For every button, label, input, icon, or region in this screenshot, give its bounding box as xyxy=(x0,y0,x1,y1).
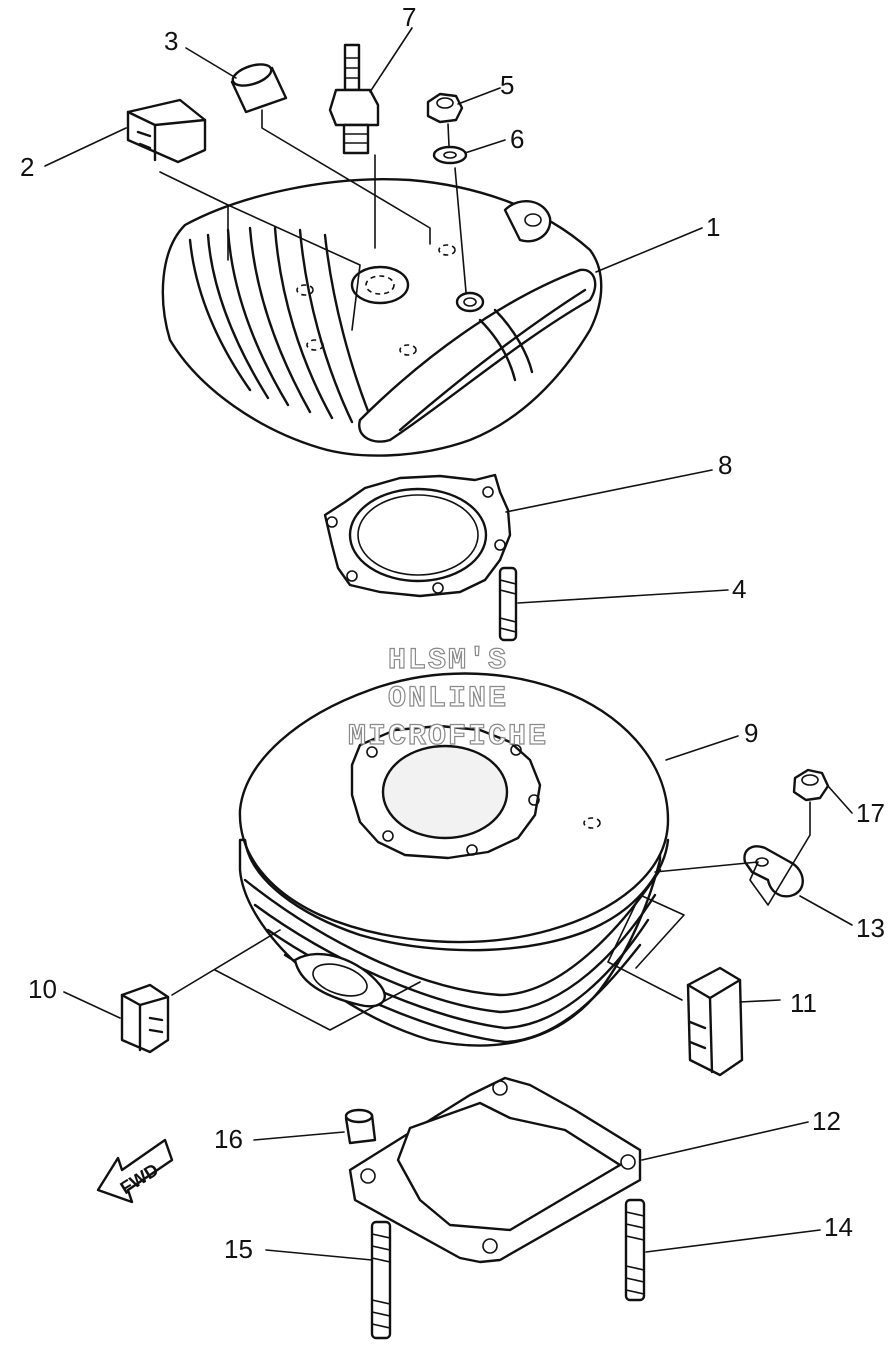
head-gasket xyxy=(323,473,512,598)
watermark-line-2: ONLINE xyxy=(388,682,508,716)
base-stud-left xyxy=(370,1220,392,1340)
base-stud-right xyxy=(624,1198,646,1302)
forward-direction-arrow: FWD xyxy=(96,1138,174,1204)
label-3: 3 xyxy=(164,26,178,56)
label-17: 17 xyxy=(856,798,885,828)
part-number-labels: 1 2 3 4 5 6 7 8 9 10 11 12 13 14 15 16 1… xyxy=(20,2,885,1264)
label-15: 15 xyxy=(224,1234,253,1264)
dowel-pin xyxy=(344,1108,377,1145)
label-13: 13 xyxy=(856,913,885,943)
label-11: 11 xyxy=(790,988,817,1018)
label-16: 16 xyxy=(214,1124,243,1154)
damper-cylinder-left xyxy=(120,983,170,1054)
label-12: 12 xyxy=(812,1106,841,1136)
label-4: 4 xyxy=(732,574,746,604)
watermark: HLSM'S ONLINE MICROFICHE xyxy=(347,643,548,754)
cylinder-head xyxy=(161,178,603,457)
head-washer xyxy=(432,145,468,165)
damper-head-left xyxy=(126,98,207,164)
leader-lines xyxy=(44,27,853,1261)
label-7: 7 xyxy=(402,2,416,32)
label-10: 10 xyxy=(28,974,57,1004)
plug-cap xyxy=(230,63,288,114)
label-1: 1 xyxy=(706,212,720,242)
label-2: 2 xyxy=(20,152,34,182)
cylinder-body xyxy=(238,672,670,1047)
watermark-line-3: MICROFICHE xyxy=(348,720,548,754)
label-14: 14 xyxy=(824,1212,853,1242)
label-8: 8 xyxy=(718,450,732,480)
head-stud xyxy=(498,566,518,642)
bracket-nut xyxy=(792,768,830,802)
label-9: 9 xyxy=(744,718,758,748)
spark-plug xyxy=(328,43,380,155)
damper-cylinder-right xyxy=(686,966,744,1077)
watermark-line-1: HLSM'S xyxy=(388,644,508,678)
head-nut xyxy=(426,92,464,124)
base-gasket xyxy=(348,1076,642,1264)
label-6: 6 xyxy=(510,124,524,154)
label-5: 5 xyxy=(500,70,514,100)
